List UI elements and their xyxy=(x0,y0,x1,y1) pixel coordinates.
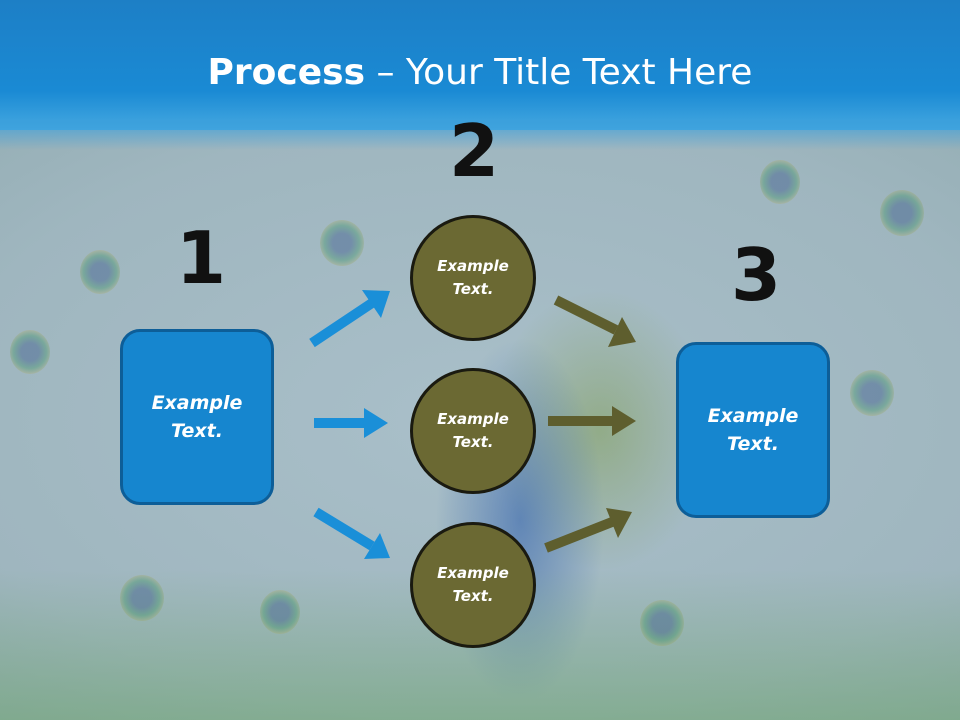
step-2-circle-top: Example Text. xyxy=(410,215,536,341)
feather-eye-decoration xyxy=(880,190,924,236)
step-3-text: Example Text. xyxy=(707,404,799,456)
feather-eye-decoration xyxy=(260,590,300,634)
step-number-1: 1 xyxy=(176,216,227,300)
step-number-3: 3 xyxy=(731,233,782,317)
arrow-up-right-icon xyxy=(544,508,632,553)
feather-eye-decoration xyxy=(850,370,894,416)
feather-eye-decoration xyxy=(10,330,50,374)
feather-eye-decoration xyxy=(320,220,364,266)
step-3-box: Example Text. xyxy=(676,342,830,518)
feather-eye-decoration xyxy=(760,160,800,204)
circle-top-text: Example Text. xyxy=(437,256,509,298)
step-2-circle-middle: Example Text. xyxy=(410,368,536,494)
arrow-down-right-icon xyxy=(313,507,390,559)
blue-arrows xyxy=(309,290,390,559)
arrow-right-icon xyxy=(314,408,388,438)
arrow-down-right-icon xyxy=(553,295,636,347)
arrow-up-right-icon xyxy=(309,290,390,348)
olive-arrows xyxy=(544,295,636,553)
step-1-text: Example Text. xyxy=(151,391,243,443)
step-number-2: 2 xyxy=(449,109,500,193)
step-2-circle-bottom: Example Text. xyxy=(410,522,536,648)
arrow-right-icon xyxy=(548,406,636,436)
feather-eye-decoration xyxy=(120,575,164,621)
circle-bottom-text: Example Text. xyxy=(437,563,509,605)
title-bar-fade xyxy=(0,120,960,150)
feather-eye-decoration xyxy=(640,600,684,646)
feather-eye-decoration xyxy=(80,250,120,294)
title-rest-part: – Your Title Text Here xyxy=(365,52,753,93)
title-bar xyxy=(0,0,960,130)
circle-middle-text: Example Text. xyxy=(437,409,509,451)
title-bold-part: Process xyxy=(207,52,366,93)
step-1-box: Example Text. xyxy=(120,329,274,505)
slide-title: Process – Your Title Text Here xyxy=(0,52,960,93)
